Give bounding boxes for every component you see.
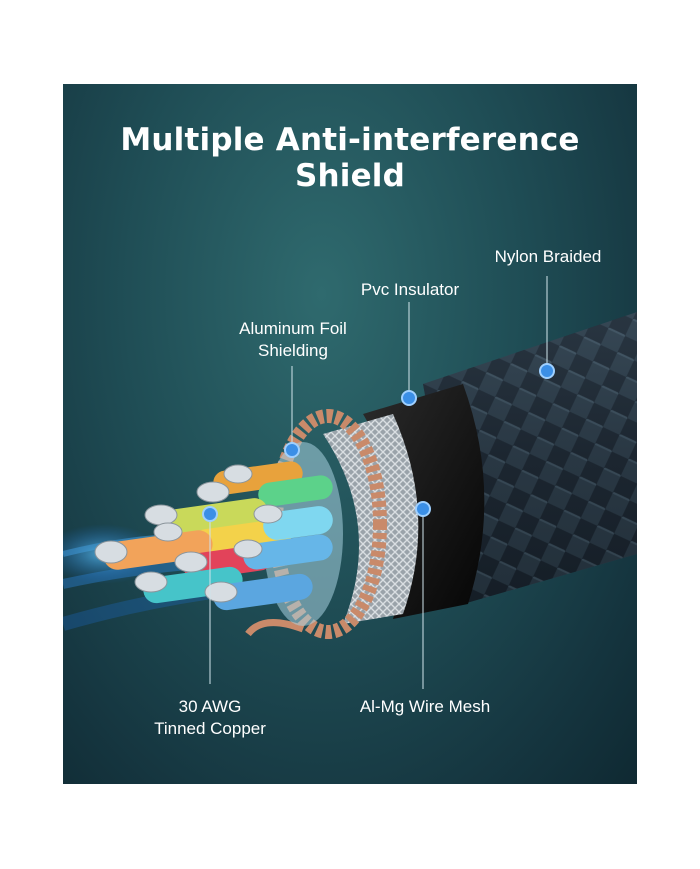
copper-braid — [269, 409, 387, 639]
copper-callout-dot — [202, 506, 218, 522]
label-tinned-copper: 30 AWG Tinned Copper — [154, 697, 266, 738]
product-image-panel: Multiple Anti-interference Shield Nylon … — [63, 84, 637, 784]
pvc-callout-dot — [401, 390, 417, 406]
label-nylon-braided: Nylon Braided — [494, 247, 602, 266]
label-aluminum-foil: Aluminum Foil Shielding — [239, 319, 347, 360]
headline: Multiple Anti-interference Shield — [120, 122, 580, 194]
inner-wires — [94, 461, 333, 611]
wire-mesh — [323, 414, 419, 624]
callout-lines — [209, 276, 548, 689]
label-pvc-insulator: Pvc Insulator — [360, 280, 460, 299]
mesh-callout-dot — [415, 501, 431, 517]
cable-illustration — [63, 276, 637, 689]
callout-dots — [202, 363, 555, 522]
nylon-callout-dot — [539, 363, 555, 379]
label-wire-mesh: Al-Mg Wire Mesh — [359, 697, 491, 716]
foil-callout-dot — [284, 442, 300, 458]
